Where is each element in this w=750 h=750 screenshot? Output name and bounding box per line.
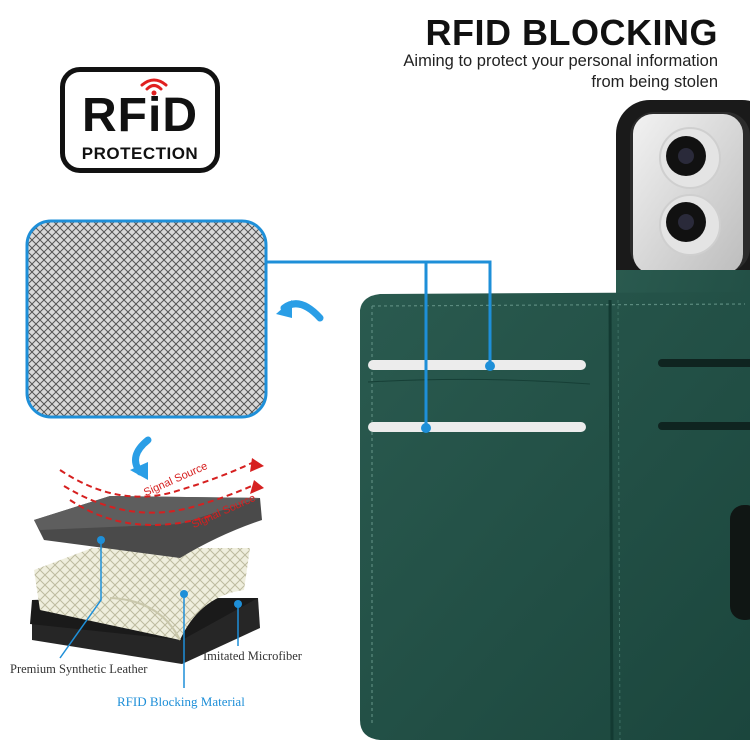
badge-subtitle: PROTECTION	[81, 144, 199, 163]
callout-dot-2	[421, 423, 431, 433]
layer-diagram	[30, 458, 264, 688]
callout-dot-1	[485, 361, 495, 371]
subtitle-line-2: from being stolen	[591, 73, 718, 91]
curved-arrow-down-icon	[130, 436, 152, 480]
label-rfid-material: RFID Blocking Material	[117, 694, 245, 709]
label-premium-leather: Premium Synthetic Leather	[10, 662, 148, 676]
wifi-signal-icon	[140, 78, 168, 96]
subtitle-line-1: Aiming to protect your personal informat…	[403, 52, 718, 70]
wallet-flap	[360, 292, 750, 741]
label-microfiber: Imitated Microfiber	[203, 649, 302, 663]
callout-lines	[265, 260, 492, 428]
rfid-mesh-swatch	[25, 219, 268, 419]
headline: RFID BLOCKING	[425, 12, 718, 53]
curved-arrow-icon	[276, 300, 324, 322]
rfid-protection-badge: RFiD PROTECTION	[60, 67, 220, 173]
badge-word: RFiD	[82, 89, 198, 142]
